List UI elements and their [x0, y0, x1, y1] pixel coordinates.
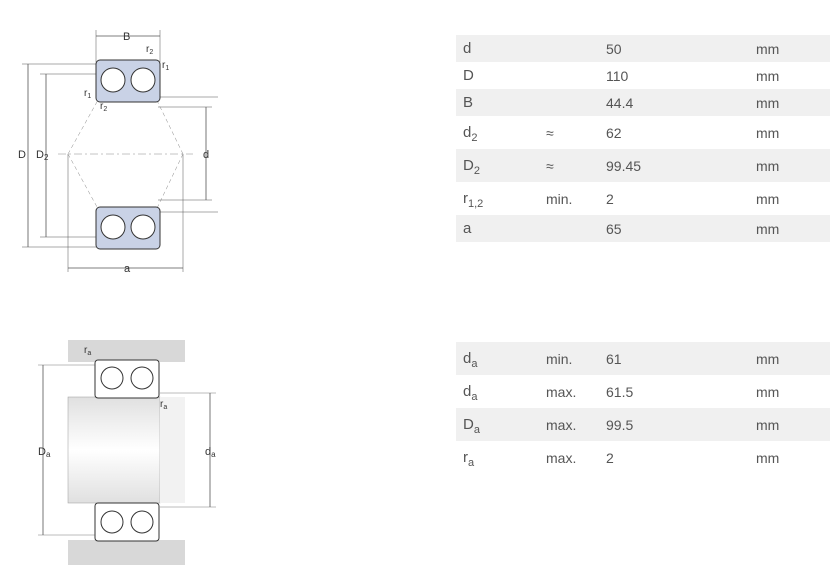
label-a: a [124, 263, 131, 275]
row-symbol: d2 [463, 124, 478, 144]
table-row: D2 ≈99.45 mm [456, 149, 830, 182]
row-value: 61.5 [606, 383, 634, 400]
label-Da: Da [38, 446, 51, 459]
row-unit: mm [756, 94, 780, 111]
row-unit: mm [756, 190, 780, 207]
row-symbol: D2 [463, 157, 480, 177]
row-symbol: a [463, 220, 472, 237]
row-value: 2 [606, 190, 614, 207]
label-da: da [205, 446, 216, 459]
row-unit: mm [756, 40, 780, 57]
table-row: r1,2 min. 2 mm [456, 182, 830, 215]
row-unit: mm [756, 67, 780, 84]
label-r2-left: r2 [100, 101, 107, 113]
row-qualifier: max. [546, 383, 577, 400]
row-value: 2 [606, 449, 614, 466]
row-qualifier: ≈ [546, 157, 554, 174]
table-row: da min. 61 mm [456, 342, 830, 375]
table-row: a 65 mm [456, 215, 830, 242]
table-row: D 110 mm [456, 62, 830, 89]
label-r1-top: r1 [162, 60, 169, 72]
label-r1-left: r1 [84, 88, 91, 100]
row-symbol: da [463, 350, 478, 370]
row-value: 110 [606, 67, 629, 84]
row-value: 44.4 [606, 94, 634, 111]
row-value: 62 [606, 124, 622, 141]
row-unit: mm [756, 157, 780, 174]
label-D: D [18, 149, 26, 161]
row-unit: mm [756, 124, 780, 141]
label-ra-top: ra [84, 345, 91, 357]
row-unit: mm [756, 449, 780, 466]
abutment-dimension-diagram: ra ra Da da [30, 335, 230, 570]
row-symbol: d [463, 40, 472, 57]
label-B: B [123, 31, 130, 43]
row-qualifier: min. [546, 350, 573, 367]
row-unit: mm [756, 383, 780, 400]
row-symbol: r1,2 [463, 190, 484, 210]
row-qualifier: max. [546, 416, 577, 433]
table-row: d2 ≈62 mm [456, 116, 830, 149]
table-row: ra max. 2 mm [456, 441, 830, 474]
row-unit: mm [756, 350, 780, 367]
row-unit: mm [756, 220, 780, 237]
row-symbol: B [463, 94, 474, 111]
label-ra-right: ra [160, 399, 167, 411]
row-qualifier: min. [546, 190, 573, 207]
row-unit: mm [756, 416, 780, 433]
table-row: da max. 61.5 mm [456, 375, 830, 408]
row-symbol: D [463, 67, 474, 84]
row-qualifier: ≈ [546, 124, 554, 141]
label-D2: D2 [36, 149, 49, 162]
row-qualifier: max. [546, 449, 577, 466]
row-value: 99.5 [606, 416, 634, 433]
label-r2-top: r2 [146, 44, 153, 56]
row-symbol: Da [463, 416, 480, 436]
row-value: 65 [606, 220, 622, 237]
row-value: 50 [606, 40, 622, 57]
label-d: d [203, 149, 209, 161]
row-symbol: ra [463, 449, 475, 469]
row-value: 99.45 [606, 157, 642, 174]
table-row: d 50 mm [456, 35, 830, 62]
bearing-dimension-diagram: B D D2 d d2 r2 r1 r1 r2 a [18, 22, 230, 277]
table-row: Da max. 99.5 mm [456, 408, 830, 441]
table-row: B 44.4 mm [456, 89, 830, 116]
row-value: 61 [606, 350, 622, 367]
row-symbol: da [463, 383, 478, 403]
